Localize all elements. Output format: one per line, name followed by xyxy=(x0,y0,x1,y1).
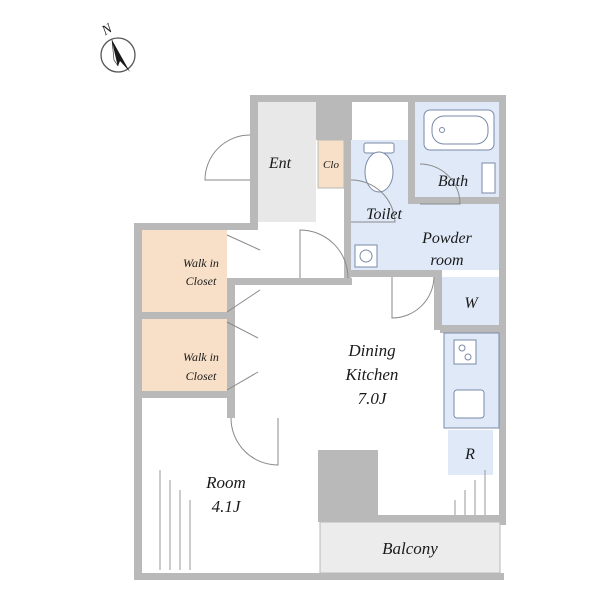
powder-room-label-line2: room xyxy=(430,252,463,269)
walls xyxy=(134,95,506,580)
stove-icon xyxy=(453,339,477,365)
toilet-label: Toilet xyxy=(366,206,402,223)
balcony-floor xyxy=(319,521,501,574)
walk-in-closet-1-label-line1: Walk in xyxy=(183,256,219,270)
room-size: 4.1J xyxy=(212,497,242,516)
dining-kitchen-label-line2: Kitchen xyxy=(345,365,399,384)
powder-room-door xyxy=(391,276,435,319)
bath-door xyxy=(419,163,461,205)
kitchen-sink-icon xyxy=(453,389,485,419)
bathtub-icon xyxy=(423,109,495,151)
room-door xyxy=(230,417,279,466)
washer-floor xyxy=(442,277,499,325)
refrigerator-space xyxy=(448,430,493,475)
bath-label: Bath xyxy=(438,173,468,190)
north-arrow-icon xyxy=(100,37,136,73)
closet-label: Clo xyxy=(323,159,339,171)
bath-shelf xyxy=(481,162,496,194)
refrigerator-label: R xyxy=(464,446,475,463)
room-label: Room xyxy=(205,473,246,492)
walk-in-closet-2-floor xyxy=(142,319,227,391)
walk-in-closet-2-label-line1: Walk in xyxy=(183,350,219,364)
closet-floor xyxy=(317,139,345,189)
living-door xyxy=(299,229,349,279)
sink-icon xyxy=(354,244,378,268)
closet-doors xyxy=(226,234,261,391)
entrance-label: Ent xyxy=(268,155,292,172)
toilet-icon xyxy=(363,142,395,193)
entrance-floor xyxy=(258,102,316,222)
powder-room-floor xyxy=(408,204,499,270)
dining-kitchen-size: 7.0J xyxy=(358,389,388,408)
walk-in-closet-2-label-line2: Closet xyxy=(186,369,217,383)
powder-room-label-line1: Powder xyxy=(421,230,473,247)
dining-kitchen-label-line1: Dining xyxy=(347,341,395,360)
toilet-door xyxy=(350,179,396,223)
washer-label: W xyxy=(464,295,479,312)
walk-in-closet-1-label-line2: Closet xyxy=(186,274,217,288)
balcony-label: Balcony xyxy=(382,539,438,558)
walk-in-closet-1-floor xyxy=(142,230,227,312)
compass-label: N xyxy=(99,21,116,39)
entrance-door xyxy=(204,134,251,181)
window-hatching xyxy=(159,470,486,570)
